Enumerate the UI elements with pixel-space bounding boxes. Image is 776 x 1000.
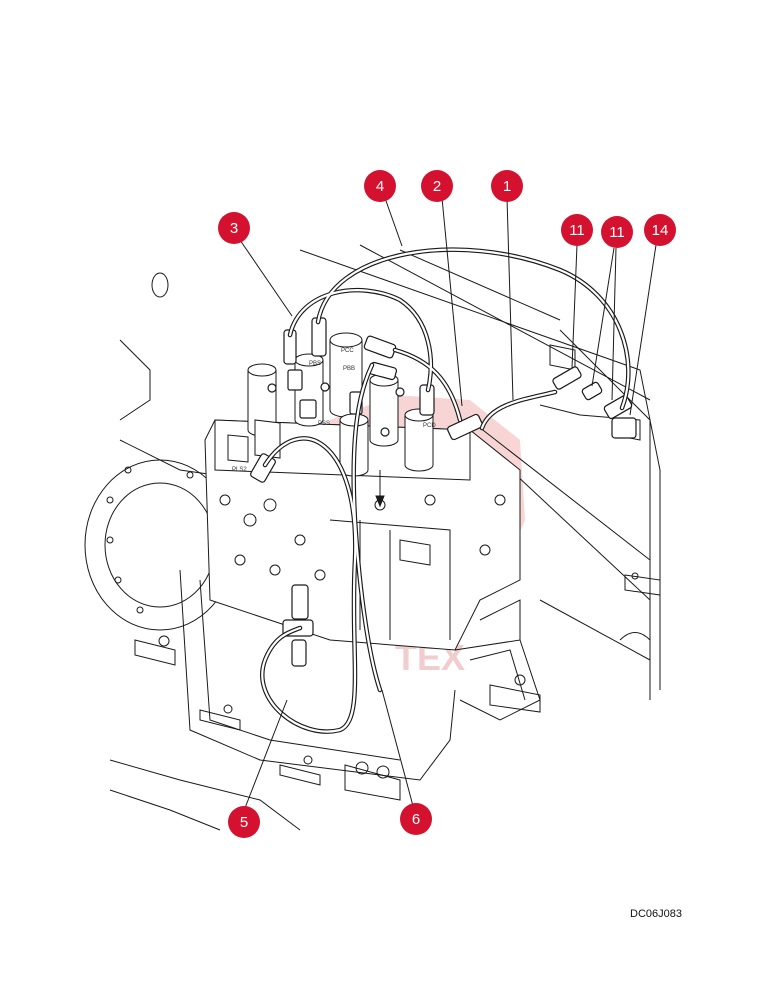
callout-2: 2 xyxy=(421,170,453,202)
label-pbb: PBB xyxy=(343,366,355,372)
callout-3: 3 xyxy=(218,212,250,244)
svg-text:4: 4 xyxy=(376,178,384,195)
svg-text:11: 11 xyxy=(569,222,585,239)
callout-11-b: 11 xyxy=(601,216,633,248)
label-pcd: PCD xyxy=(423,423,436,429)
svg-text:2: 2 xyxy=(433,178,441,195)
callout-4: 4 xyxy=(364,170,396,202)
port-labels: PCC PBS PBB PSS PCD PLS2 xyxy=(232,348,436,473)
label-pbs: PBS xyxy=(309,361,321,367)
svg-text:5: 5 xyxy=(240,814,248,831)
svg-text:14: 14 xyxy=(652,222,669,239)
hose-fittings xyxy=(250,317,637,667)
callout-1: 1 xyxy=(491,170,523,202)
callout-14: 14 xyxy=(644,214,676,246)
label-pss: PSS xyxy=(318,421,330,427)
label-pls2: PLS2 xyxy=(232,467,247,473)
label-pcc: PCC xyxy=(341,348,354,354)
svg-text:1: 1 xyxy=(503,178,511,195)
drawing-code: DC06J083 xyxy=(630,908,682,920)
support-frame xyxy=(134,344,661,801)
svg-text:6: 6 xyxy=(412,811,420,828)
flow-arrow xyxy=(375,470,385,508)
svg-text:3: 3 xyxy=(230,220,238,237)
callout-6: 6 xyxy=(400,803,432,835)
svg-text:11: 11 xyxy=(609,224,625,241)
leader-lines xyxy=(239,197,657,809)
callout-5: 5 xyxy=(228,806,260,838)
callout-11-a: 11 xyxy=(561,214,593,246)
